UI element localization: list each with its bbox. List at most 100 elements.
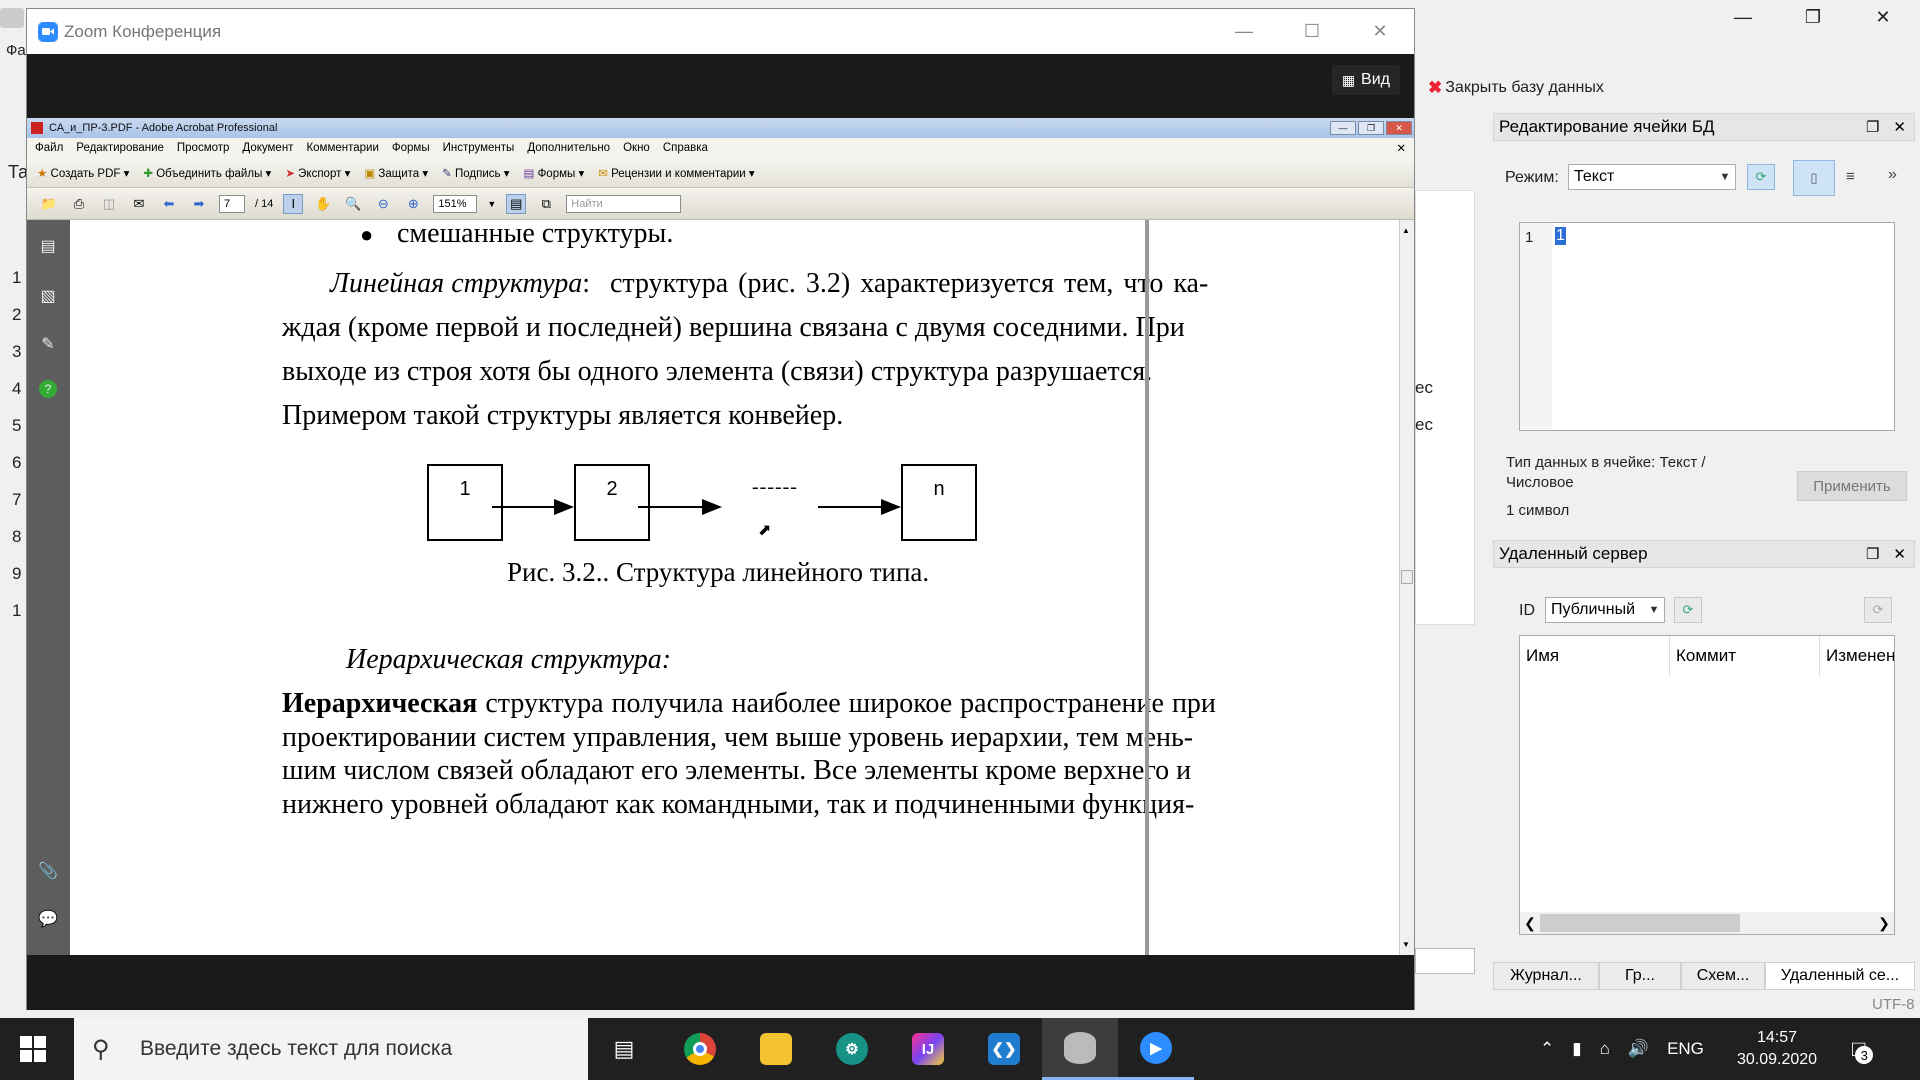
close-window-button[interactable]: ✕ — [1875, 6, 1891, 27]
menu-tools[interactable]: Инструменты — [442, 142, 515, 154]
forms-button[interactable]: ▤ Формы ▾ — [523, 167, 585, 180]
tab-fragment[interactable]: Та — [8, 162, 29, 182]
fit-width-icon[interactable]: ⧉ — [541, 195, 551, 211]
combine-files-button[interactable]: ✚ Объединить файлы ▾ — [143, 167, 272, 180]
help-icon[interactable]: ? — [39, 380, 57, 398]
taskbar-zoom[interactable]: ▶ — [1118, 1018, 1194, 1080]
tab-schema[interactable]: Схем... — [1681, 962, 1765, 990]
taskbar-explorer[interactable] — [738, 1018, 814, 1080]
close-window-button[interactable]: ✕ — [1386, 121, 1412, 135]
cell-value[interactable]: 1 — [1555, 227, 1566, 245]
auto-format-button[interactable]: ⟳ — [1747, 164, 1775, 190]
close-icon[interactable]: ✕ — [1893, 119, 1906, 136]
col-name[interactable]: Имя — [1520, 636, 1670, 676]
notifications-button[interactable]: □ 3 — [1852, 1018, 1874, 1080]
clock[interactable]: 14:57 30.09.2020 — [1736, 1018, 1818, 1080]
comments-icon[interactable]: 💬 — [38, 911, 58, 928]
sign-button[interactable]: ✎ Подпись ▾ — [442, 167, 510, 180]
zoom-out-icon[interactable]: ⊖ — [377, 195, 389, 211]
close-database-button[interactable]: ✖ Закрыть базу данных — [1428, 78, 1604, 98]
word-wrap-button[interactable]: ▯ — [1793, 160, 1835, 196]
minimize-button[interactable]: — — [1734, 6, 1752, 27]
close-icon[interactable]: ✕ — [1893, 546, 1906, 563]
close-window-button[interactable]: ✕ — [1372, 21, 1388, 41]
refresh-button[interactable]: ⟳ — [1674, 597, 1702, 623]
task-view-button[interactable]: ▤ — [586, 1018, 662, 1080]
menu-advanced[interactable]: Дополнительно — [527, 142, 611, 154]
select-tool-icon[interactable]: I — [283, 193, 304, 214]
hand-tool-icon[interactable]: ✋ — [315, 195, 332, 211]
windows-start-icon[interactable] — [20, 1036, 48, 1064]
scroll-down-icon[interactable]: ▼ — [1402, 940, 1410, 949]
attachments-icon[interactable]: 📎 — [38, 863, 58, 880]
email-icon[interactable]: ✉ — [133, 195, 145, 211]
fit-page-icon[interactable]: ▤ — [506, 193, 527, 214]
minimize-button[interactable]: — — [1235, 21, 1253, 41]
id-select[interactable]: Публичный ▼ — [1545, 597, 1665, 623]
menu-help[interactable]: Справка — [662, 142, 708, 154]
tab-log[interactable]: Журнал... — [1493, 962, 1599, 990]
menu-document[interactable]: Документ — [242, 142, 294, 154]
zoom-in-icon[interactable]: ⊕ — [407, 195, 419, 211]
review-button[interactable]: ✉ Рецензии и комментарии ▾ — [598, 167, 755, 180]
more-chevron-icon[interactable]: » — [1888, 166, 1897, 183]
scroll-up-icon[interactable]: ▲ — [1402, 226, 1410, 235]
chevron-up-icon[interactable]: ⌃ — [1540, 1039, 1555, 1058]
sql-input-fragment[interactable] — [1415, 948, 1475, 974]
save-icon[interactable]: ◫ — [102, 195, 116, 211]
secure-button[interactable]: ▣ Защита ▾ — [364, 167, 429, 180]
menu-edit[interactable]: Редактирование — [76, 142, 164, 154]
list-icon[interactable]: ≡ — [1846, 168, 1855, 185]
create-pdf-button[interactable]: ★ Создать PDF ▾ — [37, 167, 130, 180]
menu-forms[interactable]: Формы — [391, 142, 430, 154]
cell-editor[interactable]: 1 1 — [1519, 222, 1895, 431]
view-button[interactable]: ▦ Вид — [1331, 65, 1400, 95]
menu-file-fragment[interactable]: Фа — [6, 42, 26, 59]
wifi-icon[interactable]: ⌂ — [1599, 1039, 1610, 1058]
apply-button[interactable]: Применить — [1797, 471, 1907, 501]
next-page-icon[interactable]: ➡ — [193, 195, 205, 211]
taskbar-vscode[interactable]: ❮❯ — [966, 1018, 1042, 1080]
pdf-vertical-scrollbar[interactable]: ▲ ▼ — [1399, 220, 1414, 955]
signatures-icon[interactable]: ✎ — [41, 336, 55, 353]
menu-comments[interactable]: Комментарии — [306, 142, 379, 154]
float-icon[interactable]: ❐ — [1865, 546, 1880, 563]
chevron-right-icon[interactable]: ❯ — [1878, 914, 1890, 931]
maximize-button[interactable]: ☐ — [1303, 21, 1321, 41]
taskbar-intellij[interactable]: IJ — [890, 1018, 966, 1080]
menu-window[interactable]: Окно — [623, 142, 650, 154]
zoom-tool-icon[interactable]: 🔍 — [345, 195, 362, 211]
push-button[interactable]: ⟳ — [1864, 597, 1892, 623]
tab-remote[interactable]: Удаленный се... — [1765, 962, 1915, 990]
scroll-thumb[interactable] — [1540, 914, 1740, 932]
export-button[interactable]: ➤ Экспорт ▾ — [285, 167, 351, 180]
taskbar-chrome[interactable] — [662, 1018, 738, 1080]
col-commit[interactable]: Коммит — [1670, 636, 1820, 676]
battery-icon[interactable]: ▮ — [1572, 1039, 1582, 1058]
tab-graph[interactable]: Гр... — [1599, 962, 1681, 990]
menu-view[interactable]: Просмотр — [176, 142, 230, 154]
chevron-down-icon[interactable]: ▼ — [487, 198, 497, 209]
language-indicator[interactable]: ENG — [1667, 1039, 1704, 1058]
chevron-left-icon[interactable]: ❮ — [1524, 914, 1536, 931]
taskbar-db-browser[interactable] — [1042, 1018, 1118, 1080]
pages-icon[interactable]: ▤ — [40, 238, 56, 255]
taskbar-search[interactable]: ⚲ Введите здесь текст для поиска — [74, 1018, 588, 1080]
bookmarks-icon[interactable]: ▧ — [40, 288, 56, 305]
menu-file[interactable]: Файл — [35, 142, 64, 154]
find-input[interactable]: Найти — [566, 194, 682, 213]
page-number-input[interactable]: 7 — [219, 194, 245, 213]
scroll-thumb[interactable] — [1401, 570, 1413, 584]
restore-button[interactable]: ❐ — [1358, 121, 1384, 135]
zoom-level-input[interactable]: 151% — [433, 194, 478, 213]
print-icon[interactable]: ⎙ — [73, 195, 85, 211]
prev-page-icon[interactable]: ⬅ — [163, 195, 175, 211]
minimize-button[interactable]: — — [1330, 121, 1356, 135]
col-changed[interactable]: Изменен — [1826, 646, 1894, 665]
float-icon[interactable]: ❐ — [1865, 119, 1880, 136]
close-doc-icon[interactable]: ✕ — [1396, 143, 1406, 155]
open-folder-icon[interactable]: 📁 — [40, 195, 58, 211]
taskbar-gitkraken[interactable]: ⚙ — [814, 1018, 890, 1080]
restore-button[interactable]: ❐ — [1804, 6, 1822, 27]
volume-icon[interactable]: 🔊 — [1627, 1039, 1650, 1058]
